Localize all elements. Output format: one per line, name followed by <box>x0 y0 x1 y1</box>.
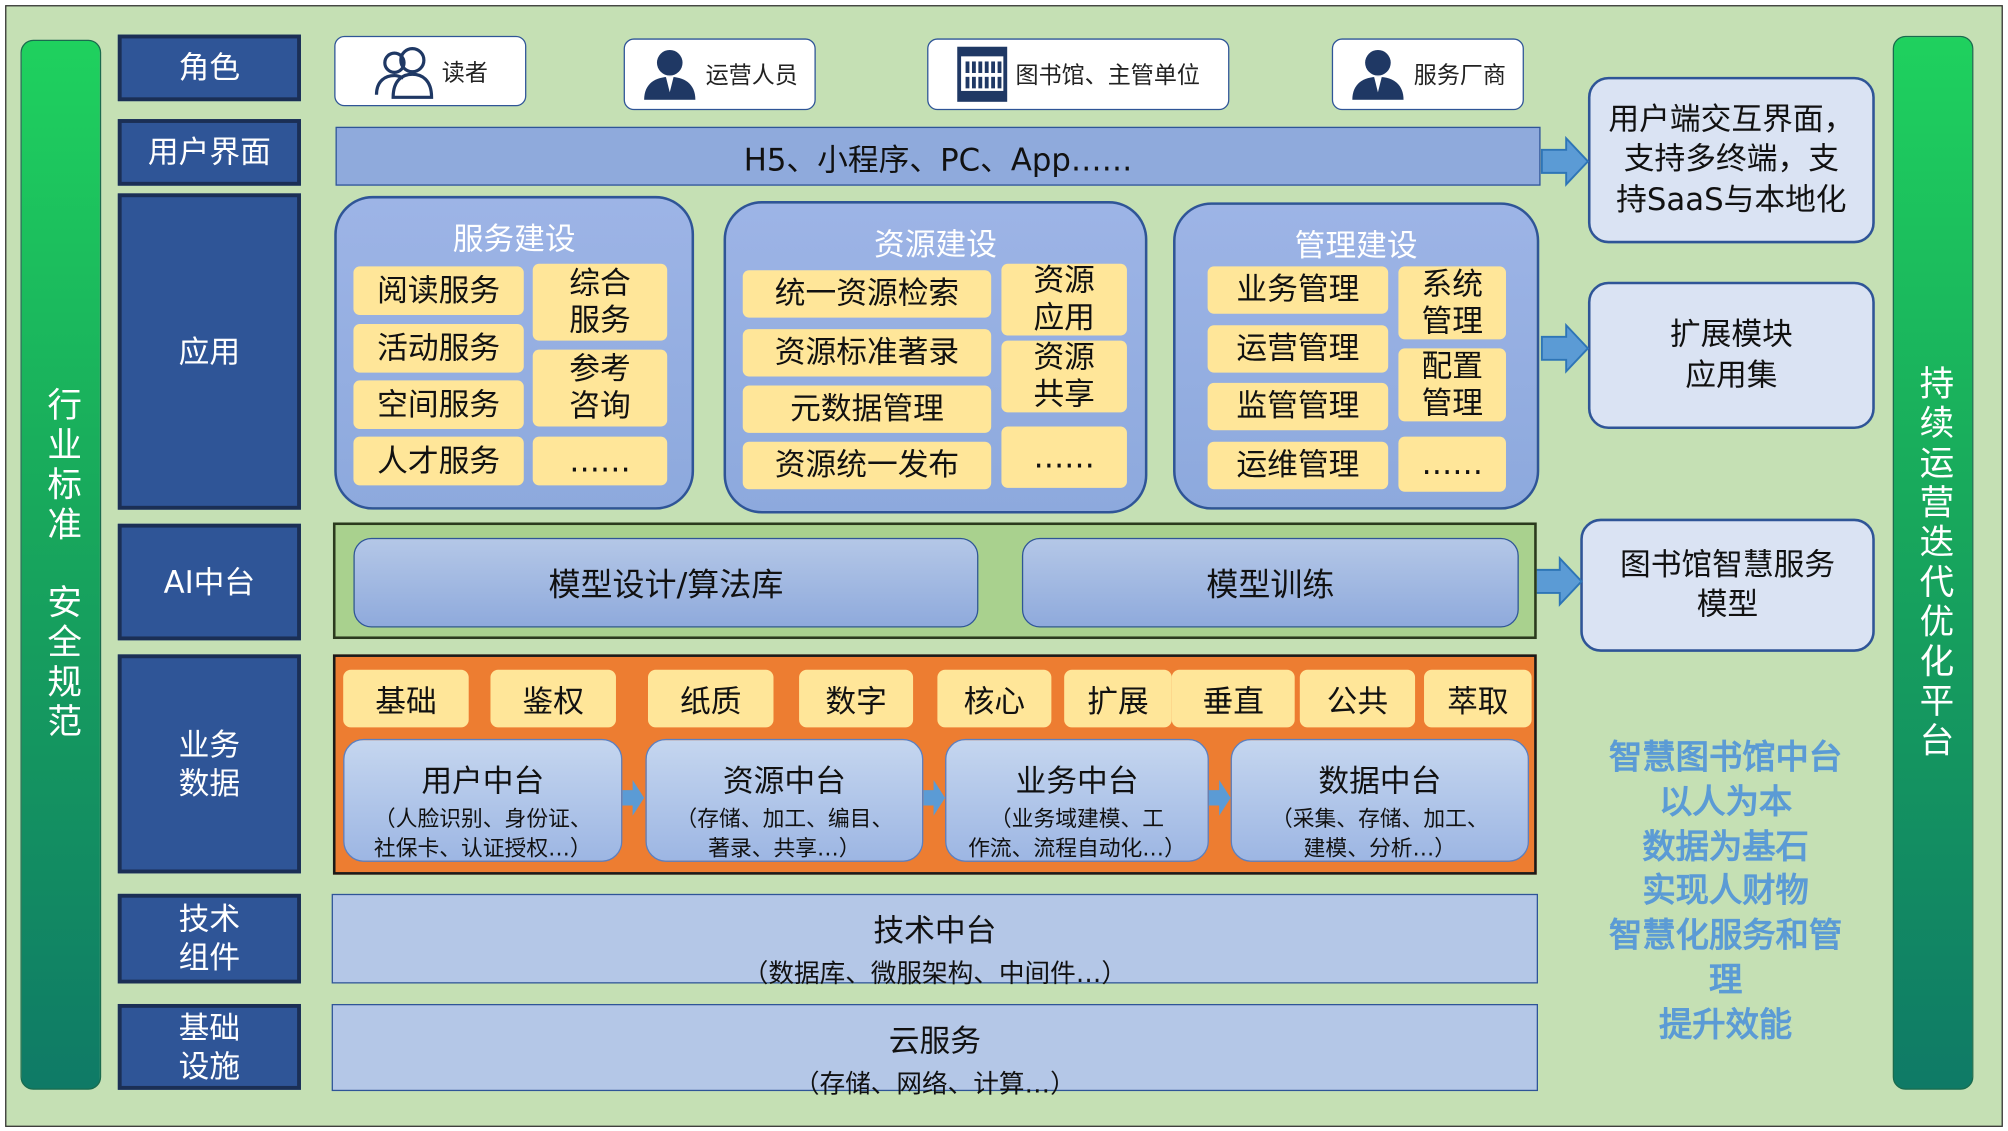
right-arrow-icon <box>1540 135 1590 187</box>
data-tag: 纸质 <box>647 669 774 728</box>
data-tag: 萃取 <box>1424 669 1532 728</box>
resource-item: 资源标准著录 <box>742 329 992 377</box>
slogan-line: 智慧化服务和管 <box>1609 917 1843 956</box>
role-reader-label: 读者 <box>441 59 488 87</box>
management-item: 系统 管理 <box>1398 266 1506 340</box>
resource-platform-desc: （存储、加工、编目、 著录、共享…） <box>675 806 894 862</box>
security-spec-text: 安全规范 <box>40 583 81 743</box>
tech-platform-box: 技术中台 （数据库、微服架构、中间件…） <box>331 893 1539 989</box>
data-tag: 扩展 <box>1064 669 1172 728</box>
right-arrow-icon <box>1540 322 1590 374</box>
right-arrow-icon <box>1208 779 1231 816</box>
service-item: 综合 服务 <box>532 263 668 341</box>
data-tag: 鉴权 <box>490 669 616 728</box>
user-icon <box>1352 49 1404 100</box>
layer-label-role: 角色 <box>117 34 301 102</box>
cloud-service-title: 云服务 <box>888 1023 981 1060</box>
data-tag: 基础 <box>343 669 469 728</box>
continuous-ops-text: 持续运营迭代优化平台 <box>1913 364 1953 762</box>
service-item: …… <box>532 436 668 486</box>
slogan-line: 提升效能 <box>1658 1006 1793 1045</box>
slogan-line: 理 <box>1708 961 1743 1001</box>
user-platform-title: 用户中台 <box>421 763 545 800</box>
management-item: 业务管理 <box>1207 266 1389 314</box>
management-construction-title: 管理建设 <box>1294 227 1418 264</box>
slogan-line: 智慧图书馆中台 <box>1609 738 1843 778</box>
ai-service-model-box: 图书馆智慧服务 模型 <box>1580 518 1875 652</box>
management-item: 运营管理 <box>1207 325 1389 373</box>
layer-label-infra: 基础 设施 <box>117 1003 301 1090</box>
cloud-service-desc: （存储、网络、计算…） <box>793 1068 1076 1099</box>
slogan-line: 以人为本 <box>1658 783 1793 822</box>
resource-construction-title: 资源建设 <box>874 226 997 263</box>
data-tag: 公共 <box>1299 669 1416 728</box>
data-platform-box: 数据中台 （采集、存储、加工、 建模、分析…） <box>1230 738 1530 862</box>
resource-item: 统一资源检索 <box>742 270 992 318</box>
management-item: 运维管理 <box>1207 441 1389 490</box>
resource-item: …… <box>1001 426 1127 488</box>
data-tag: 核心 <box>937 669 1052 728</box>
resource-item: 资源统一发布 <box>742 441 992 490</box>
ui-description-box: 用户端交互界面， 支持多终端，支 持SaaS与本地化 <box>1587 76 1875 244</box>
user-platform-box: 用户中台 （人脸识别、身份证、 社保卡、认证授权…） <box>343 738 623 862</box>
slogan-line: 实现人财物 <box>1642 872 1809 912</box>
resource-item: 元数据管理 <box>742 385 992 433</box>
data-platform-title: 数据中台 <box>1318 763 1442 800</box>
layer-label-tech: 技术 组件 <box>117 893 301 984</box>
industry-standards-bar: 行业标准 安全规范 <box>20 39 102 1090</box>
role-library-label: 图书馆、主管单位 <box>1015 62 1200 90</box>
role-library: 图书馆、主管单位 <box>927 38 1230 111</box>
management-item: 配置 管理 <box>1398 348 1506 422</box>
business-platform-title: 业务中台 <box>1015 763 1139 800</box>
user-icon <box>644 49 696 100</box>
extension-module-box: 扩展模块 应用集 <box>1587 281 1875 430</box>
slogan-text: 智慧图书馆中台 以人为本 数据为基石 实现人财物 智慧化服务和管 理 提升效能 <box>1569 736 1883 1048</box>
cloud-service-box: 云服务 （存储、网络、计算…） <box>331 1003 1539 1099</box>
data-platform-desc: （采集、存储、加工、 建模、分析…） <box>1270 806 1489 862</box>
industry-standards-text: 行业标准 <box>40 386 81 546</box>
resource-platform-box: 资源中台 （存储、加工、编目、 著录、共享…） <box>645 738 924 862</box>
role-operator: 运营人员 <box>623 38 816 111</box>
service-item: 阅读服务 <box>353 266 524 316</box>
resource-item: 资源 应用 <box>1001 263 1127 336</box>
tech-platform-title: 技术中台 <box>873 913 997 949</box>
ui-terminals-bar: H5、小程序、PC、App…… <box>335 126 1541 186</box>
layer-label-ui: 用户界面 <box>117 119 301 186</box>
resource-platform-title: 资源中台 <box>722 763 846 800</box>
management-item: …… <box>1398 436 1506 492</box>
right-arrow-icon <box>622 779 645 816</box>
role-vendor: 服务厂商 <box>1331 38 1524 111</box>
service-item: 人才服务 <box>353 436 524 486</box>
resource-item: 资源 共享 <box>1001 340 1127 413</box>
data-tag: 数字 <box>799 669 914 728</box>
tech-platform-desc: （数据库、微服架构、中间件…） <box>742 957 1127 989</box>
role-vendor-label: 服务厂商 <box>1413 62 1506 90</box>
role-reader: 读者 <box>334 35 527 107</box>
group-user-icon <box>374 46 434 99</box>
role-operator-label: 运营人员 <box>705 62 798 90</box>
right-arrow-icon <box>1534 555 1583 607</box>
layer-label-ai: AI中台 <box>117 523 301 641</box>
right-arrow-icon <box>923 779 946 816</box>
model-design-box: 模型设计/算法库 <box>353 537 979 628</box>
layer-label-app: 应用 <box>117 193 301 510</box>
business-platform-desc: （业务域建模、工 作流、流程自动化…） <box>968 806 1186 862</box>
service-item: 参考 咨询 <box>532 349 668 427</box>
slogan-line: 数据为基石 <box>1642 828 1809 867</box>
business-platform-box: 业务中台 （业务域建模、工 作流、流程自动化…） <box>945 738 1209 862</box>
model-training-box: 模型训练 <box>1021 537 1519 628</box>
library-building-icon <box>957 46 1008 102</box>
service-construction-title: 服务建设 <box>452 221 576 258</box>
service-item: 空间服务 <box>353 380 524 430</box>
layer-label-biz: 业务 数据 <box>117 654 301 874</box>
service-item: 活动服务 <box>353 323 524 373</box>
continuous-ops-bar: 持续运营迭代优化平台 <box>1892 35 1974 1090</box>
data-tag: 垂直 <box>1171 669 1295 728</box>
user-platform-desc: （人脸识别、身份证、 社保卡、认证授权…） <box>373 806 592 862</box>
management-item: 监管管理 <box>1207 382 1389 431</box>
